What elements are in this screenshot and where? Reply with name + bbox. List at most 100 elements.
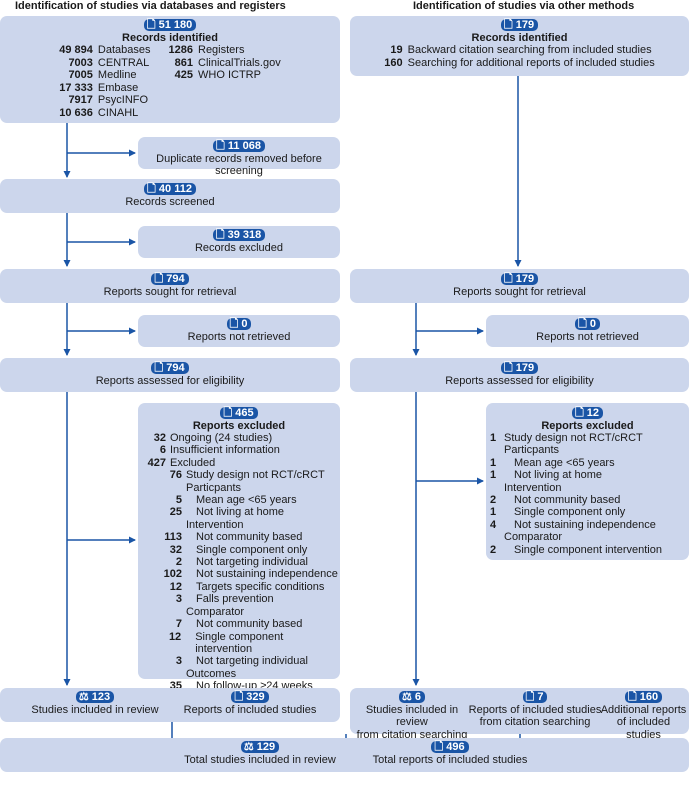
reason-label: Not living at home — [514, 469, 603, 482]
count-badge: 🗋40 112 — [144, 183, 196, 196]
exclusion-reason-row: 5 Mean age <65 years — [144, 494, 340, 506]
reason-label: Excluded — [170, 456, 216, 469]
document-icon: 🗋 — [146, 19, 156, 32]
reason-label: Not sustaining independence — [514, 518, 656, 531]
document-icon: 🗋 — [154, 273, 164, 286]
count-badge: 🗋39 318 — [212, 229, 266, 242]
right-reports-assessed-box: 🗋179 Reports assessed for eligibility — [350, 358, 689, 392]
box-label: Reports not retrieved — [187, 330, 291, 343]
document-icon: 🗋 — [234, 691, 244, 704]
count-badge: 🗋329 — [231, 691, 269, 704]
reason-label: Insufficient information — [170, 444, 280, 457]
box-label: Reports not retrieved — [536, 330, 639, 343]
reason-label: Intervention — [186, 518, 244, 531]
reason-count: 1 — [490, 506, 497, 519]
scales-icon: ⚖ — [243, 741, 254, 754]
box-title: Records identified — [122, 31, 218, 44]
count-badge: ⚖123 — [75, 691, 115, 704]
duplicates-removed-box: 🗋11 068 Duplicate records removed before… — [138, 137, 340, 177]
count-badge: ⚖129 — [240, 741, 280, 754]
count-badge: 🗋0 — [575, 318, 600, 331]
count-badge: 🗋179 — [500, 273, 539, 286]
reason-count: 5 — [175, 494, 182, 507]
scales-icon: ⚖ — [78, 691, 89, 704]
reason-label: Not community based — [196, 618, 303, 631]
box-label: Studies included in review — [365, 703, 459, 729]
reason-label: Mean age <65 years — [514, 456, 615, 469]
document-icon: 🗋 — [578, 318, 587, 331]
count-badge: 🗋51 180 — [143, 19, 197, 32]
total-included-box: ⚖129 Total studies included in review 🗋4… — [0, 738, 689, 772]
count-badge: 🗋12 — [571, 407, 604, 420]
box-label: Duplicate records removed before screeni… — [156, 152, 322, 178]
document-icon: 🗋 — [223, 407, 233, 420]
exclusion-reason-row: 1 Not living at home — [490, 469, 689, 481]
reason-count: 2 — [490, 494, 497, 507]
reason-count: 32 — [169, 543, 182, 556]
reason-label: Falls prevention — [196, 593, 274, 606]
exclusion-reason-row: Particpants — [144, 482, 340, 494]
document-icon: 🗋 — [434, 741, 444, 754]
count-badge: 🗋179 — [500, 19, 539, 32]
exclusion-reason-row: Comparator — [490, 531, 689, 543]
box-label: Total studies included in review — [184, 753, 336, 766]
reason-label: Not targeting individual — [196, 556, 308, 569]
reason-count: 6 — [159, 444, 166, 457]
box-label: Reports sought for retrieval — [453, 285, 586, 298]
count-badge: 🗋496 — [431, 741, 469, 754]
exclusion-reason-row: 1 Mean age <65 years — [490, 457, 689, 469]
reason-label: Particpants — [186, 481, 242, 494]
document-icon: 🗋 — [503, 362, 513, 375]
box-label: from citation searching — [356, 728, 468, 741]
exclusion-reason-row: 4 Not sustaining independence — [490, 519, 689, 531]
reason-label: Not living at home — [196, 506, 285, 519]
box-label: Records excluded — [194, 241, 284, 254]
right-reports-sought-box: 🗋179 Reports sought for retrieval — [350, 269, 689, 303]
left-included-box: ⚖123 Studies included in review 🗋329 Rep… — [0, 688, 340, 722]
reason-label: Comparator — [186, 605, 245, 618]
box-label: Records screened — [125, 195, 215, 208]
records-excluded-box: 🗋39 318 Records excluded — [138, 226, 340, 258]
reason-count: 1 — [490, 469, 497, 482]
reason-label: Particpants — [504, 444, 560, 457]
box-title: Records identified — [471, 31, 568, 44]
exclusion-reason-row: 1 Single component only — [490, 506, 689, 518]
count-badge: ⚖6 — [399, 691, 425, 704]
document-icon: 🗋 — [525, 691, 535, 704]
box-title: Reports excluded — [541, 419, 634, 432]
document-icon: 🗋 — [147, 183, 156, 196]
count-badge: 🗋11 068 — [213, 140, 265, 153]
reason-label: Mean age <65 years — [196, 494, 297, 507]
reason-label: Single component intervention — [195, 630, 284, 655]
exclusion-reason-row: Intervention — [144, 519, 340, 531]
citation-reports-cell: 🗋7 Reports of included studies from cita… — [468, 691, 602, 729]
total-reports-cell: 🗋496 Total reports of included studies — [355, 741, 545, 766]
document-icon: 🗋 — [503, 273, 513, 286]
reason-label: Not sustaining independence — [196, 568, 338, 581]
box-label: Reports of included studies — [468, 703, 602, 716]
reason-count: 7 — [175, 618, 182, 631]
document-icon: 🗋 — [574, 407, 584, 420]
reason-count: 4 — [490, 518, 497, 531]
reason-count: 1 — [490, 456, 497, 469]
box-title: Reports excluded — [192, 419, 286, 432]
right-not-retrieved-box: 🗋0 Reports not retrieved — [486, 315, 689, 347]
reason-count: 76 — [169, 469, 182, 482]
box-label: Reports sought for retrieval — [103, 285, 237, 298]
reason-label: Single component only — [514, 506, 626, 519]
count-badge: 🗋794 — [151, 362, 189, 375]
reason-count: 427 — [147, 456, 166, 469]
